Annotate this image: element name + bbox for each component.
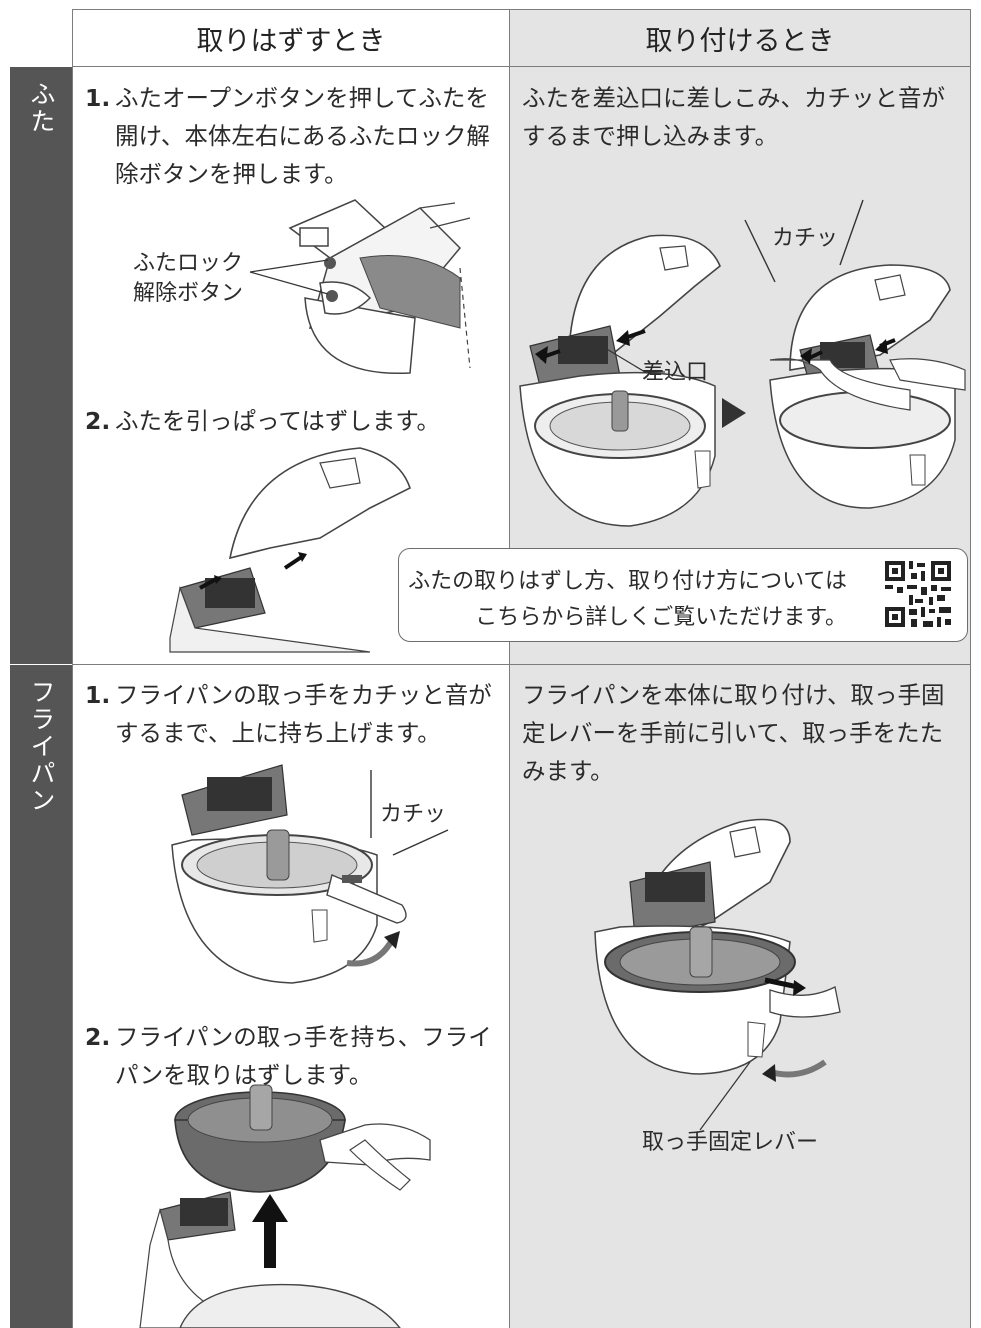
pan-attach-text: フライパンを本体に取り付け、取っ手固定レバーを手前に引いて、取っ手をたたみます。 <box>522 681 945 785</box>
pan-remove-step1: 1. フライパンの取っ手をカチッと音がするまで、上に持ち上げます。 <box>85 676 497 752</box>
step-text: フライパンの取っ手を持ち、フライパンを取りはずします。 <box>115 1023 492 1089</box>
lid-attach-illustration-1 <box>519 234 721 527</box>
note-line-1: ふたの取りはずし方、取り付け方については <box>408 569 847 594</box>
sidebar-lid-label: ふた <box>27 81 56 135</box>
callout-leader <box>249 259 329 295</box>
lid-remove-step1: 1. ふたオープンボタンを押してふたを開け、本体左右にあるふたロック解除ボタンを… <box>85 79 497 193</box>
qr-code-icon[interactable] <box>883 559 953 629</box>
step-text: ふたオープンボタンを押してふたを開け、本体左右にあるふたロック解除ボタンを押しま… <box>115 84 490 188</box>
header-remove: 取りはずすとき <box>72 9 510 67</box>
next-arrow-icon <box>722 398 746 428</box>
step-number: 1. <box>85 681 111 709</box>
callout-line-1: ふたロック <box>133 251 244 276</box>
pan-click-sound-marks <box>370 770 449 856</box>
step-text: ふたを引っぱってはずします。 <box>115 407 441 435</box>
pan-remove-step2: 2. フライパンの取っ手を持ち、フライパンを取りはずします。 <box>85 1018 497 1094</box>
lid-info-note: ふたの取りはずし方、取り付け方については こちらから詳しくご覧いただけます。 <box>398 548 968 642</box>
step-number: 1. <box>85 84 111 112</box>
pan-attach-illustration <box>594 818 841 1131</box>
insert-leader <box>604 347 665 373</box>
step-number: 2. <box>85 407 111 435</box>
lid-remove-step2: 2. ふたを引っぱってはずします。 <box>85 402 497 440</box>
lever-label: 取っ手固定レバー <box>642 1130 819 1155</box>
header-attach-label: 取り付けるとき <box>645 25 835 57</box>
step-text: フライパンの取っ手をカチッと音がするまで、上に持ち上げます。 <box>115 681 492 747</box>
lid-lock-release-illustration <box>288 199 471 375</box>
sidebar-pan-label: フライパン <box>27 679 56 814</box>
pan-remove-illustration <box>139 1084 431 1328</box>
click-sound-label: カチッ <box>772 226 839 251</box>
step-number: 2. <box>85 1023 111 1051</box>
click-sound-marks <box>744 199 864 283</box>
header-attach: 取り付けるとき <box>509 9 971 67</box>
lock-release-callout: ふたロック 解除ボタン <box>133 249 263 309</box>
lid-attach-illustration-2 <box>769 264 966 509</box>
pan-click-sound-label: カチッ <box>380 802 447 827</box>
sidebar-pan: フライパン <box>10 665 72 1328</box>
note-line-2: こちらから詳しくご覧いただけます。 <box>475 605 847 630</box>
header-remove-label: 取りはずすとき <box>196 25 386 57</box>
callout-line-2: 解除ボタン <box>133 281 244 306</box>
pan-handle-lift-illustration <box>171 764 407 984</box>
lid-attach-text: ふたを差込口に差しこみ、カチッと音がするまで押し込みます。 <box>522 84 945 150</box>
insert-slot-label: 差込口 <box>642 360 709 385</box>
sidebar-lid: ふた <box>10 67 72 664</box>
lid-pull-off-illustration <box>169 447 411 653</box>
